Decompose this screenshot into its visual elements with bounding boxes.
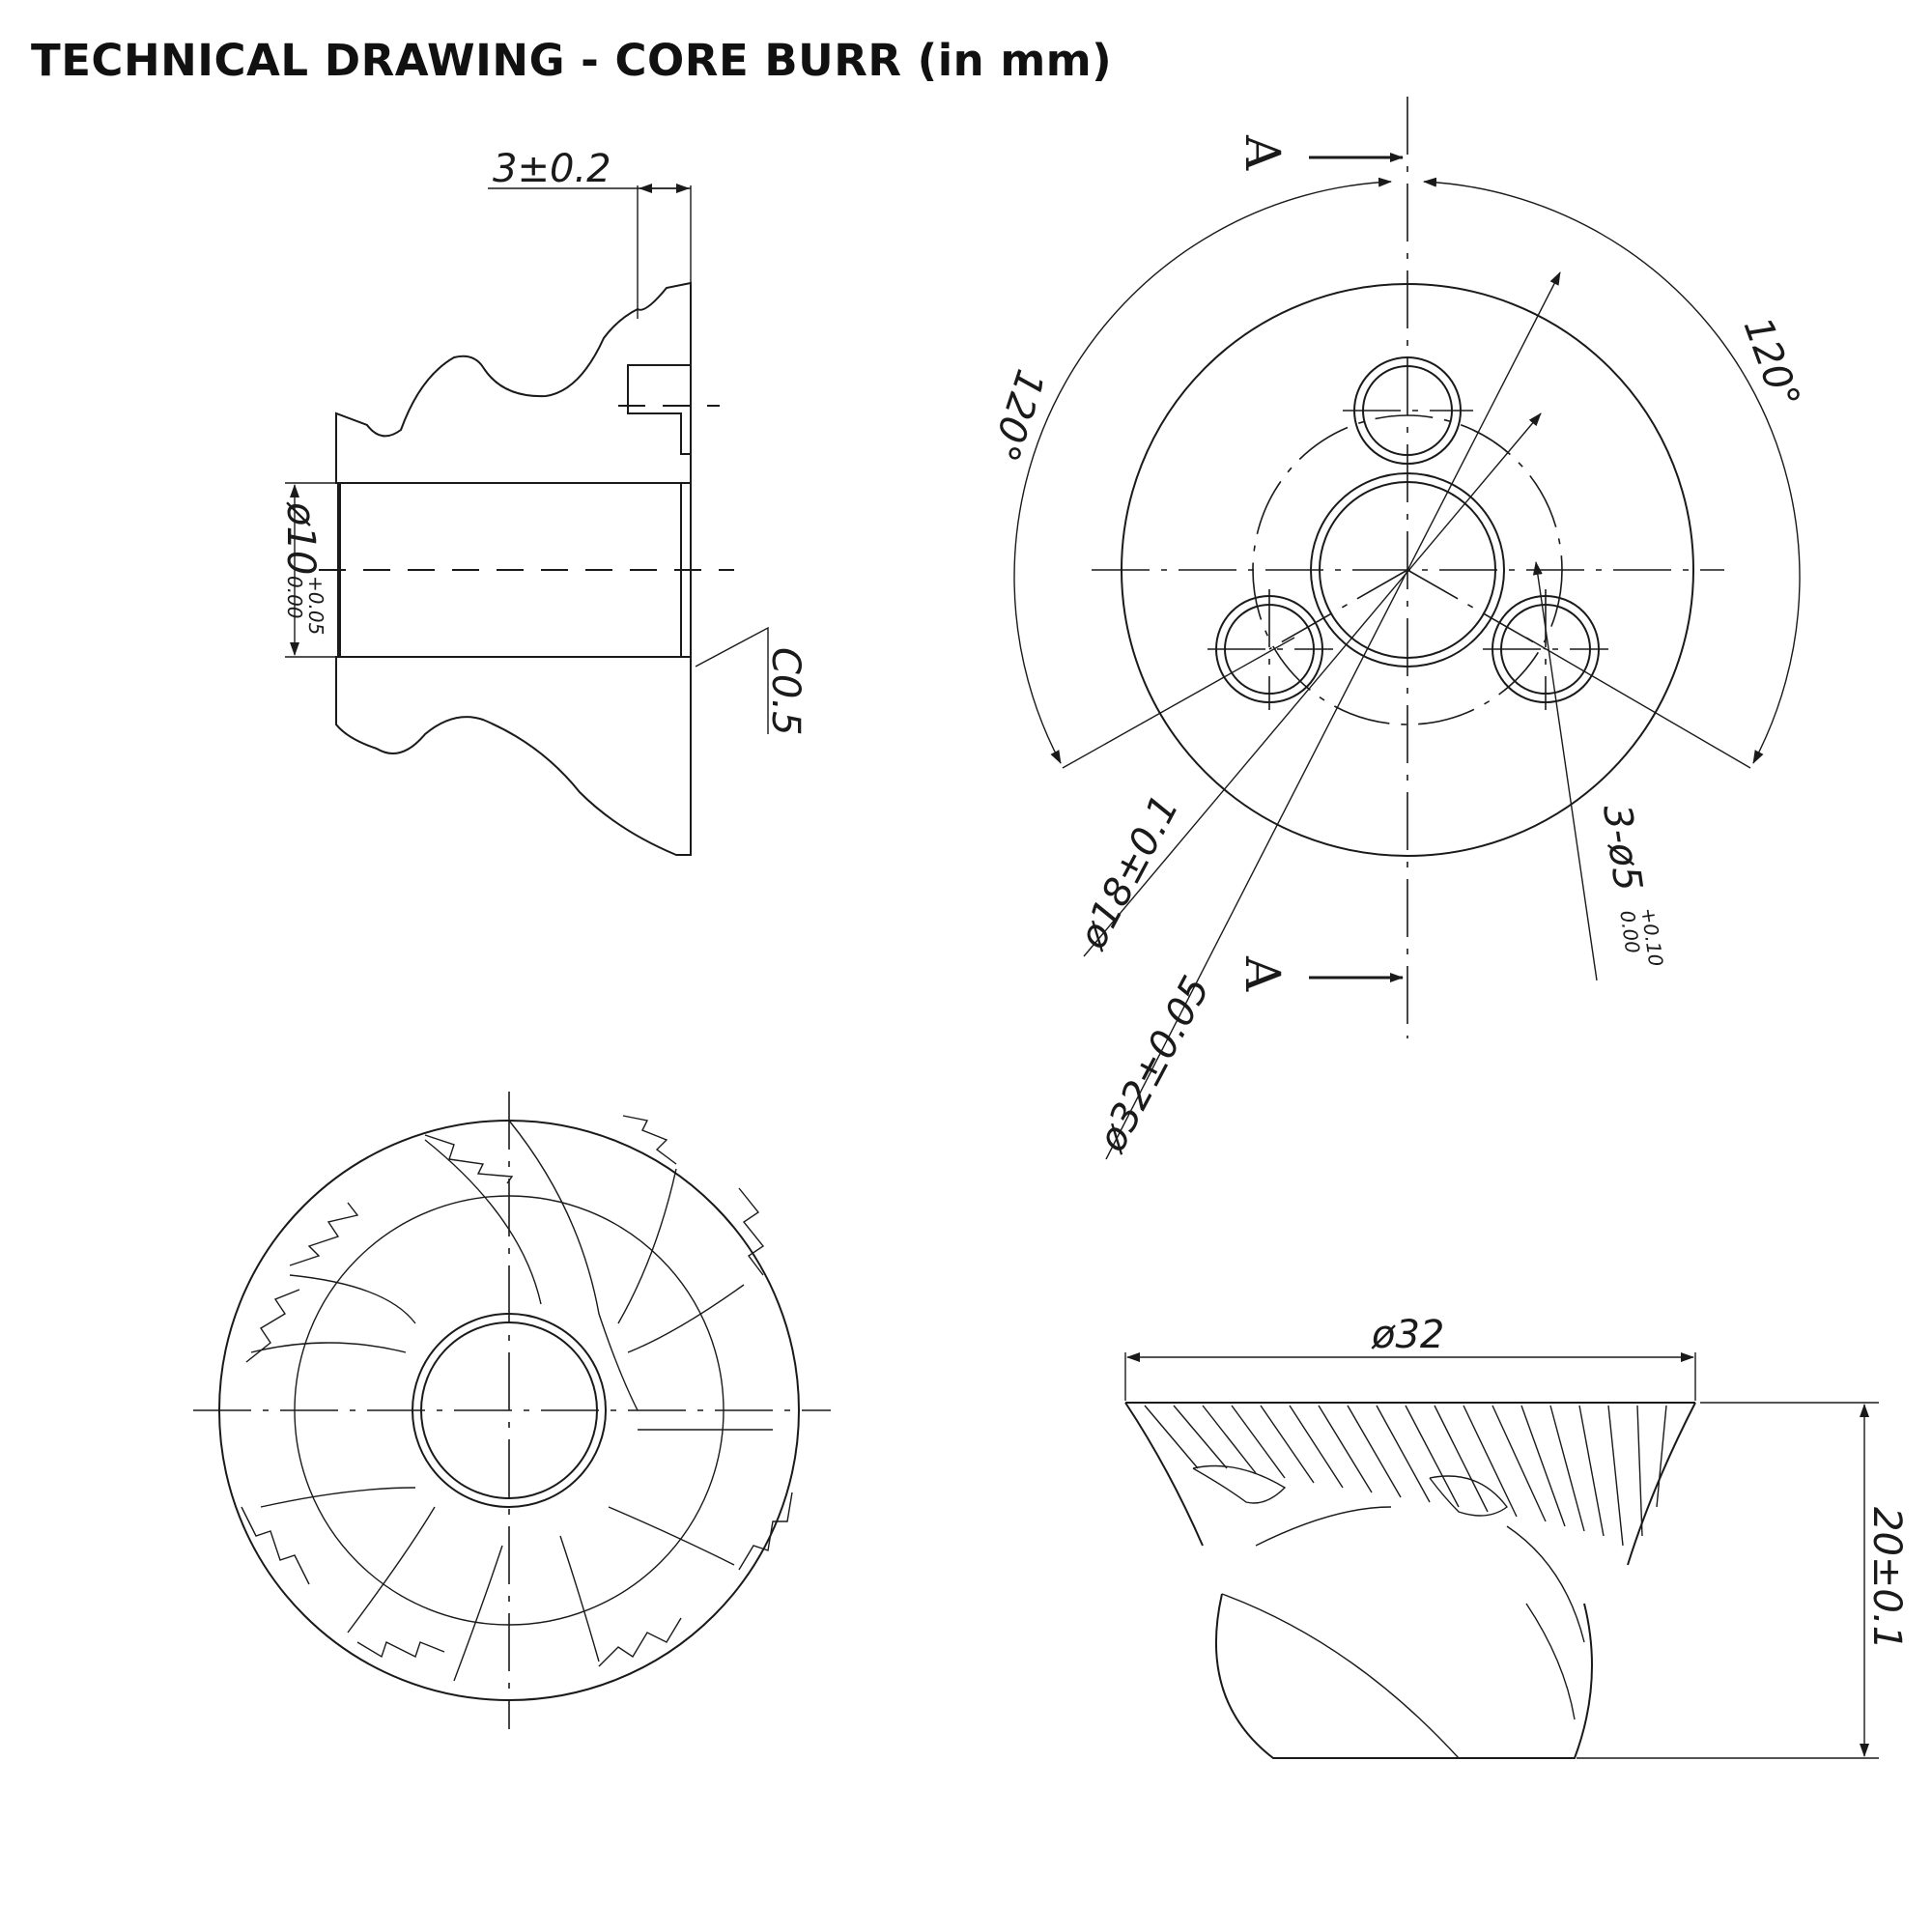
angle-arc-left	[1013, 177, 1392, 764]
chamfer-leader	[695, 626, 769, 734]
dim-bore-tol-upper: +0.05	[304, 576, 327, 635]
section-label-top: A	[1235, 134, 1291, 171]
section-upper-body	[335, 281, 692, 484]
dim-holes: 3-ø5	[1594, 802, 1650, 894]
angle-left-label: 120°	[981, 364, 1053, 467]
dim-side-height: 20±0.1	[1864, 1507, 1909, 1650]
dim-bore-tol-lower: 0.00	[283, 576, 306, 619]
dim-outer-dia: ø32±0.05	[1090, 969, 1219, 1159]
side-teeth	[1144, 1405, 1667, 1547]
dim-bore: ø10	[278, 501, 323, 575]
angle-arc-right	[1423, 177, 1801, 764]
holes-leader	[1532, 561, 1598, 981]
inner-dia-leader	[1083, 412, 1542, 957]
dim-chamfer: C0.5	[763, 647, 808, 736]
hole-left	[1208, 589, 1333, 710]
bottom-view	[193, 1092, 831, 1729]
page-title: TECHNICAL DRAWING - CORE BURR (in mm)	[31, 35, 1113, 86]
side-teeth-outline	[1124, 1402, 1696, 1566]
dim-inner-dia: ø18±0.1	[1070, 788, 1188, 957]
dim-thickness: 3±0.2	[493, 147, 611, 191]
dim-side-diameter: ø32	[1371, 1313, 1444, 1357]
top-view: 120° 120° ø18±0.1 ø32±0.05 3-ø5 +0.10 0.…	[981, 97, 1808, 1160]
side-view: ø32 20±0.1	[1124, 1313, 1909, 1759]
angle-right-label: 120°	[1735, 312, 1808, 414]
section-label-bottom: A	[1235, 955, 1291, 992]
side-lower-body	[1214, 1593, 1593, 1759]
outer-dia-leader	[1105, 271, 1561, 1160]
dim-holes-tol-lower: 0.00	[1615, 909, 1644, 954]
section-lower-body	[335, 656, 692, 856]
section-view: 3±0.2 ø10 +0.05 0.00 C0.5	[278, 147, 808, 856]
